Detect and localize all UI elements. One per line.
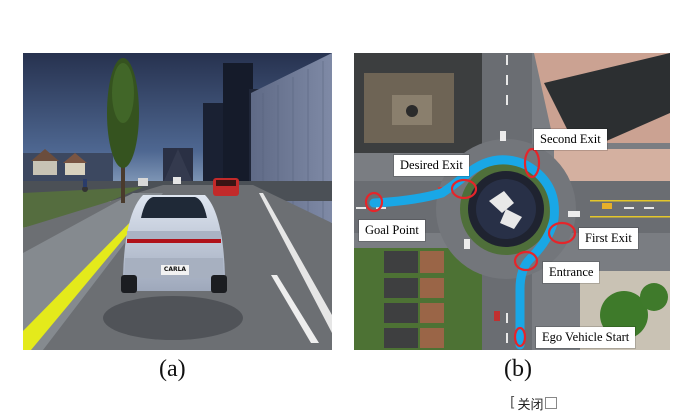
- label-goal-point: Goal Point: [359, 220, 425, 241]
- label-first-exit: First Exit: [579, 228, 638, 249]
- close-label: 关闭: [517, 397, 544, 413]
- roundabout-image: [354, 53, 670, 350]
- caption-b: (b): [504, 356, 532, 382]
- close-button[interactable]: [ 关闭: [510, 394, 558, 413]
- label-ego-vehicle-start: Ego Vehicle Start: [536, 327, 636, 348]
- label-entrance: Entrance: [543, 262, 600, 283]
- driving-scene-image: [23, 53, 332, 350]
- label-second-exit: Second Exit: [534, 129, 607, 150]
- caption-a: (a): [159, 356, 186, 382]
- license-plate: CARLA: [163, 266, 187, 273]
- panel-a-driving-scene: CARLA: [23, 53, 332, 350]
- label-desired-exit: Desired Exit: [394, 155, 469, 176]
- panel-b-roundabout-map: Second Exit Desired Exit Goal Point Firs…: [354, 53, 670, 350]
- close-icon: [545, 397, 558, 409]
